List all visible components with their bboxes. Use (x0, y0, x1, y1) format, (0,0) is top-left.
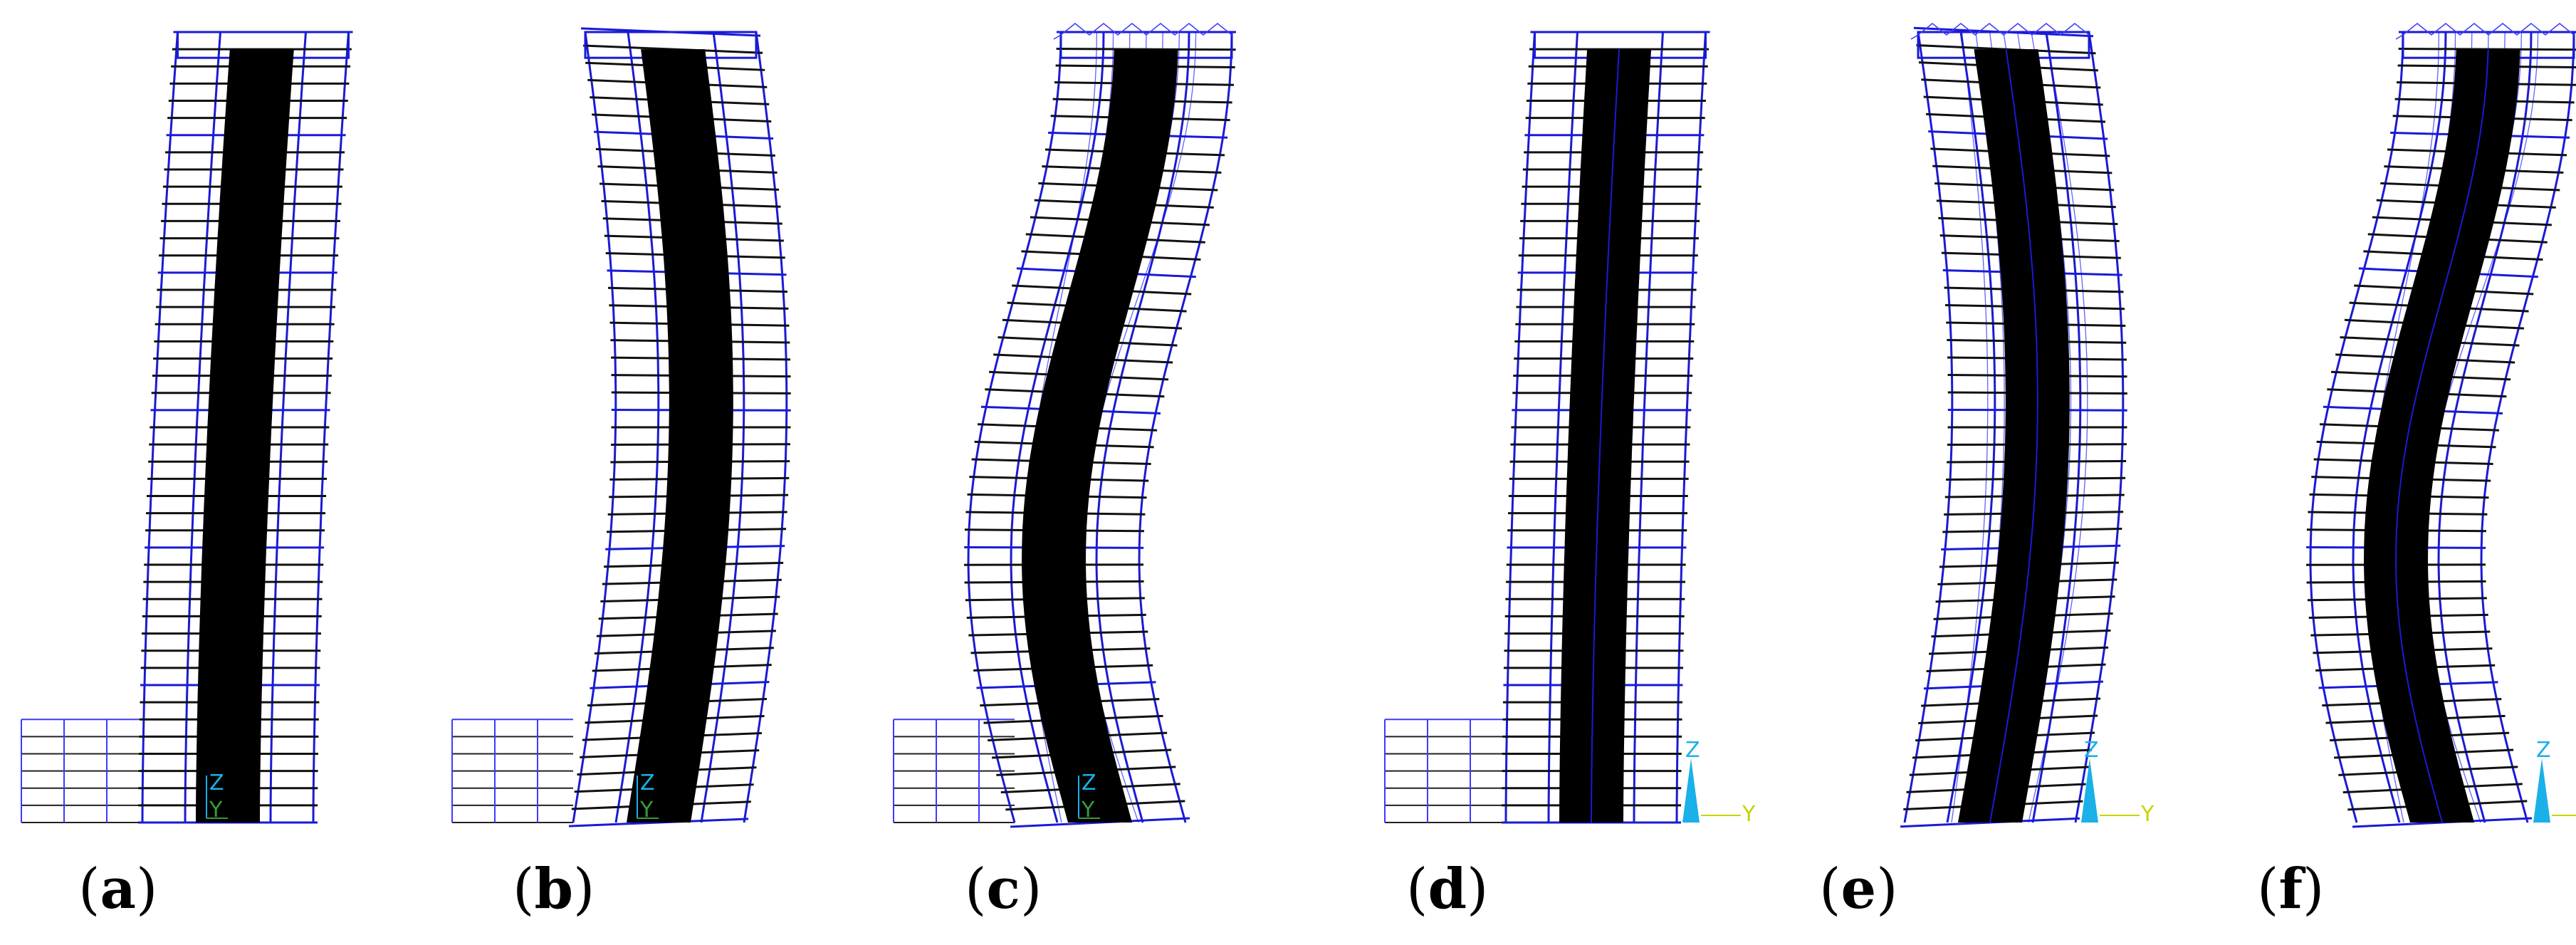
caption-a: (a) (78, 862, 157, 918)
axis-z-label: Z (1082, 771, 1096, 795)
caption-letter: e (1841, 857, 1877, 921)
caption-d: (d) (1406, 862, 1488, 918)
core-wall (2364, 49, 2520, 823)
axis-y-label: Y (1742, 802, 1756, 827)
caption-paren-close: ) (1466, 857, 1489, 921)
core-wall (1559, 49, 1652, 823)
axis-triad: YZ (2533, 738, 2576, 823)
caption-paren-open: ( (78, 857, 100, 921)
core-wall (1022, 49, 1178, 823)
tower-model-b: YZ (451, 27, 791, 827)
caption-paren-close: ) (1876, 857, 1898, 921)
podium-frame (1384, 719, 1506, 823)
caption-paren-close: ) (1020, 857, 1042, 921)
frame-columns (2309, 31, 2575, 823)
tower-model-a: YZ (21, 31, 353, 824)
core-wall (196, 49, 294, 823)
caption-paren-close: ) (135, 857, 158, 921)
axis-triad: YZ (2081, 738, 2154, 827)
axis-z-label: Z (640, 771, 655, 795)
tower-model-d: YZ (1384, 31, 1756, 827)
caption-c: (c) (965, 862, 1042, 918)
caption-paren-open: ( (1819, 857, 1841, 921)
caption-paren-open: ( (513, 857, 535, 921)
axis-triad: YZ (1682, 738, 1756, 827)
tower-model-f: YZ (2306, 23, 2576, 828)
frame-columns (967, 31, 1233, 823)
caption-letter: b (534, 857, 573, 921)
caption-paren-open: ( (965, 857, 987, 921)
caption-e: (e) (1819, 862, 1898, 918)
axis-triad: YZ (637, 771, 659, 823)
tower-model-c: YZ (893, 23, 1236, 828)
axis-y-label: Y (1081, 798, 1095, 823)
axis-y-label: Y (209, 798, 223, 823)
caption-b: (b) (513, 862, 595, 918)
axis-z-label: Z (2536, 738, 2551, 763)
axis-z-label: Z (2084, 738, 2099, 763)
podium-frame (893, 719, 1015, 823)
caption-paren-open: ( (2257, 857, 2279, 921)
axis-triad: YZ (206, 771, 228, 823)
axis-z-label: Z (209, 771, 224, 795)
podium-frame (21, 719, 142, 823)
axis-z-label: Z (1685, 738, 1700, 763)
caption-letter: a (100, 857, 136, 921)
core-wall (1958, 48, 2070, 823)
caption-letter: d (1428, 857, 1467, 921)
caption-letter: f (2278, 857, 2303, 921)
axis-y-label: Y (2140, 802, 2154, 827)
caption-paren-close: ) (2303, 857, 2325, 921)
caption-letter: c (986, 857, 1020, 921)
core-wall (627, 49, 733, 823)
caption-paren-close: ) (572, 857, 595, 921)
tower-model-e: YZ (1900, 23, 2154, 828)
podium-frame (451, 719, 573, 823)
caption-paren-open: ( (1406, 857, 1428, 921)
caption-f: (f) (2257, 862, 2324, 918)
panel-f: YZ (f) (2229, 0, 2576, 945)
axis-y-label: Y (639, 798, 654, 823)
axis-triad: YZ (1078, 771, 1100, 823)
